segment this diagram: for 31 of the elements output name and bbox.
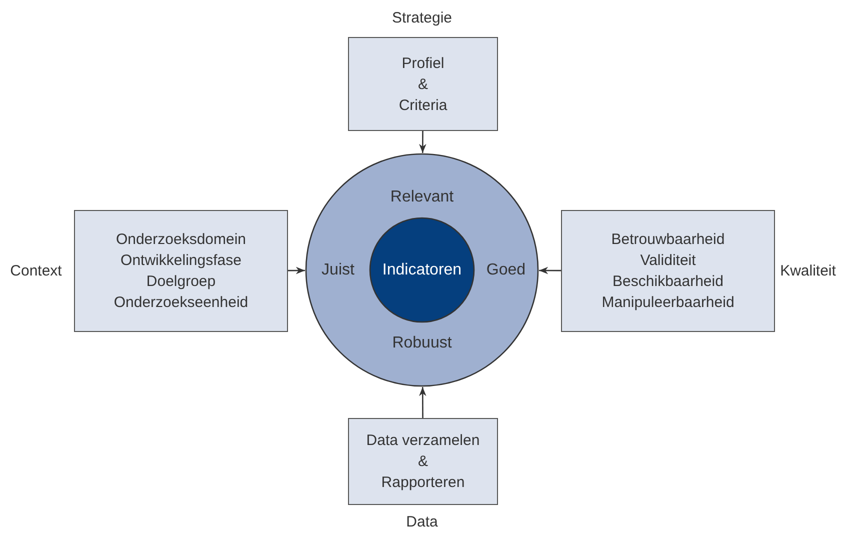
box-text: Ontwikkelingsfase bbox=[120, 251, 242, 271]
box-text: Validiteit bbox=[640, 251, 696, 271]
box-text: Onderzoeksdomein bbox=[116, 230, 246, 250]
arrow bbox=[419, 387, 426, 418]
circle-label: Indicatoren bbox=[382, 260, 462, 280]
text-box bbox=[561, 210, 775, 332]
box-text: Beschikbaarheid bbox=[612, 272, 724, 292]
arrow bbox=[539, 266, 561, 274]
box-caption: Data bbox=[406, 514, 438, 530]
box-text: & bbox=[418, 452, 428, 472]
circle-label: Juist bbox=[322, 260, 354, 280]
box-caption: Kwaliteit bbox=[780, 262, 836, 280]
box-text: Criteria bbox=[398, 96, 448, 116]
box-text: Rapporteren bbox=[381, 473, 465, 493]
box-text: Doelgroep bbox=[146, 272, 216, 292]
arrow bbox=[419, 131, 426, 153]
box-caption: Strategie bbox=[392, 10, 452, 26]
text-box bbox=[348, 418, 498, 505]
box-text: Betrouwbaarheid bbox=[611, 230, 725, 250]
circle-label: Robuust bbox=[392, 334, 452, 354]
box-text: Profiel bbox=[402, 54, 444, 74]
box-caption: Context bbox=[10, 262, 62, 280]
box-text: Data verzamelen bbox=[366, 431, 480, 451]
text-box bbox=[348, 37, 498, 131]
circle-label: Goed bbox=[486, 260, 526, 280]
arrow bbox=[288, 266, 305, 274]
box-text: Onderzoekseenheid bbox=[114, 293, 248, 313]
circle-label: Relevant bbox=[390, 188, 454, 208]
text-box bbox=[74, 210, 288, 332]
box-text: & bbox=[418, 74, 428, 94]
box-text: Manipuleerbaarheid bbox=[602, 293, 734, 313]
